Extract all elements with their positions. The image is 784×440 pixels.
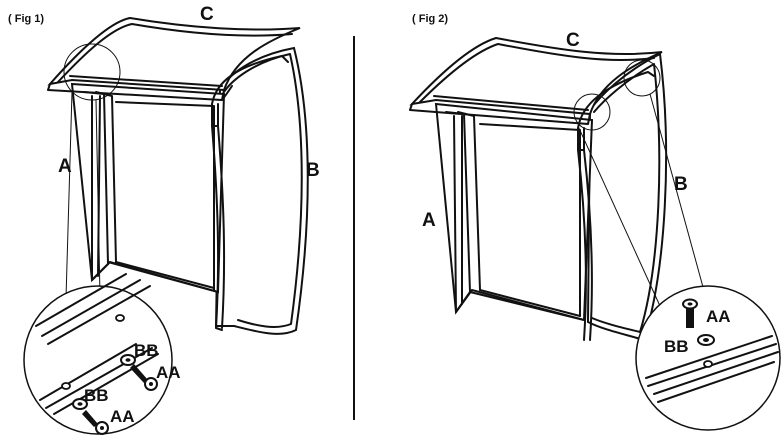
figure-1-caption: ( Fig 1): [8, 13, 44, 25]
fig1-label-washer-lower: BB: [84, 386, 109, 405]
fig1-label-b: B: [306, 160, 320, 181]
fig1-label-washer-upper: BB: [134, 341, 159, 360]
fig2-hole: [703, 360, 713, 368]
fig2-label-bolt: AA: [706, 307, 731, 326]
fig1-label-a: A: [58, 156, 72, 177]
fig2-label-b: B: [674, 174, 688, 195]
fig2-callout-circle-front: [573, 93, 611, 131]
fig1-bolt-lower: [82, 410, 109, 435]
fig2-callout-circle-back: [623, 59, 661, 97]
fig1-hole-upper: [115, 314, 125, 322]
fig1-detail-view: BB AA BB AA: [23, 273, 181, 435]
fig1-side-panel-b: [214, 46, 309, 335]
fig2-front-panel-a: [434, 102, 594, 322]
figure-2-caption: ( Fig 2): [412, 13, 448, 25]
fig1-label-c: C: [200, 4, 214, 25]
fig1-callout-circle: [63, 43, 121, 101]
fig1-front-panel-a: [70, 82, 226, 294]
fig2-label-c: C: [566, 30, 580, 51]
fig2-bolt: [682, 298, 698, 328]
fig1-label-bolt-lower: AA: [110, 407, 135, 426]
fig2-detail-view: AA BB: [635, 285, 781, 431]
fig1-hole-lower: [61, 382, 71, 390]
fig2-label-washer: BB: [664, 337, 689, 356]
fig1-label-bolt-upper: AA: [156, 363, 181, 382]
fig1-bolt-upper: [130, 364, 158, 391]
fig2-label-a: A: [422, 210, 436, 231]
figure-1: ( Fig 1) C A B: [8, 4, 320, 435]
figure-2: ( Fig 2) C A B: [409, 13, 781, 431]
fig1-detail-circle: [23, 285, 173, 435]
